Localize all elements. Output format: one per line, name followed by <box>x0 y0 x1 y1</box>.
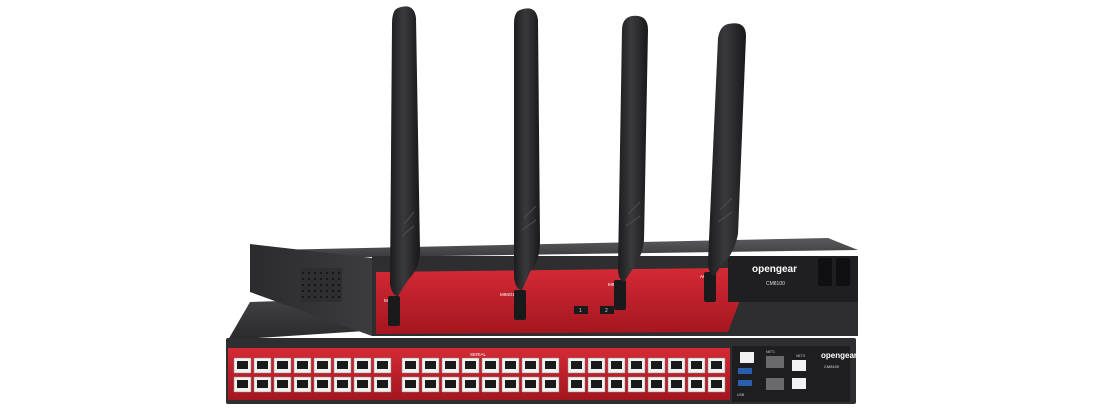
net-port-label: NET3 <box>796 354 805 358</box>
serial-port-socket <box>591 361 602 369</box>
power-inlet[interactable] <box>818 258 832 286</box>
serial-port-socket <box>337 361 348 369</box>
serial-port-grid <box>233 357 726 393</box>
serial-port-socket <box>571 380 582 388</box>
serial-port-socket <box>611 361 622 369</box>
sim-slot-label: 1 <box>579 308 582 314</box>
top-unit-red-panel <box>376 268 740 334</box>
sim-slot-1[interactable] <box>574 306 588 314</box>
sim-slot-2[interactable] <box>600 306 614 314</box>
serial-port-socket <box>631 361 642 369</box>
serial-port-socket <box>237 361 248 369</box>
serial-port-socket <box>317 361 328 369</box>
serial-port-socket <box>257 361 268 369</box>
serial-port-socket <box>257 380 268 388</box>
net-port-label: NET1 <box>766 350 775 354</box>
serial-port-socket <box>711 380 722 388</box>
serial-label: SERIAL <box>470 352 487 357</box>
side-vents <box>300 268 342 302</box>
serial-port-socket <box>631 380 642 388</box>
serial-port-socket <box>711 361 722 369</box>
serial-port-socket <box>277 361 288 369</box>
serial-port-socket <box>357 380 368 388</box>
antenna-aux <box>704 23 746 302</box>
serial-port-socket <box>651 361 662 369</box>
serial-port-socket <box>465 361 476 369</box>
serial-port-socket <box>445 380 456 388</box>
serial-port-socket <box>525 361 536 369</box>
serial-port-socket <box>405 380 416 388</box>
serial-port-socket <box>571 361 582 369</box>
top-unit-lid <box>270 238 858 258</box>
net-port[interactable] <box>740 352 754 363</box>
serial-port-socket <box>405 361 416 369</box>
serial-port-socket <box>277 380 288 388</box>
serial-port-socket <box>691 361 702 369</box>
net-port[interactable] <box>792 360 806 371</box>
usb-port[interactable] <box>738 380 752 386</box>
serial-port-socket <box>317 380 328 388</box>
serial-port-socket <box>485 361 496 369</box>
serial-port-socket <box>377 380 388 388</box>
serial-port-socket <box>691 380 702 388</box>
serial-port-socket <box>651 380 662 388</box>
serial-port-socket <box>297 380 308 388</box>
serial-port-socket <box>465 380 476 388</box>
serial-port-socket <box>611 380 622 388</box>
sim-slot-label: 2 <box>605 308 608 314</box>
serial-port-socket <box>377 361 388 369</box>
serial-port-socket <box>671 361 682 369</box>
serial-port-socket <box>545 361 556 369</box>
net-port[interactable] <box>792 378 806 389</box>
serial-port-socket <box>425 380 436 388</box>
bottom-brand-logo: opengear <box>821 351 857 360</box>
top-model-label: CM8100 <box>766 281 785 287</box>
serial-port-socket <box>485 380 496 388</box>
power-inlet[interactable] <box>836 258 850 286</box>
usb-port[interactable] <box>738 368 752 374</box>
serial-port-socket <box>545 380 556 388</box>
sfp-port[interactable] <box>766 356 784 368</box>
bottom-model-label: CM8100 <box>824 364 840 369</box>
antenna-mimo2 <box>614 15 648 310</box>
serial-port-socket <box>445 361 456 369</box>
serial-port-socket <box>337 380 348 388</box>
sfp-port[interactable] <box>766 378 784 390</box>
network-port-block: NET1 NET3 USB <box>732 346 850 402</box>
antenna-mimo1 <box>514 8 540 320</box>
serial-port-socket <box>591 380 602 388</box>
serial-port-socket <box>357 361 368 369</box>
antenna-main <box>388 6 420 326</box>
serial-port-socket <box>525 380 536 388</box>
usb-label: USB <box>737 393 745 397</box>
serial-port-socket <box>237 380 248 388</box>
serial-port-socket <box>297 361 308 369</box>
antenna-label-mimo1: MIMO1 <box>500 292 515 297</box>
top-unit: opengear CM8100 MAIN MIMO1 MIMO2 AUX 1 2 <box>250 238 858 336</box>
serial-port-socket <box>425 361 436 369</box>
serial-port-socket <box>671 380 682 388</box>
serial-port-socket <box>505 361 516 369</box>
serial-port-socket <box>505 380 516 388</box>
antennas <box>388 6 746 326</box>
top-brand-logo: opengear <box>752 264 797 275</box>
